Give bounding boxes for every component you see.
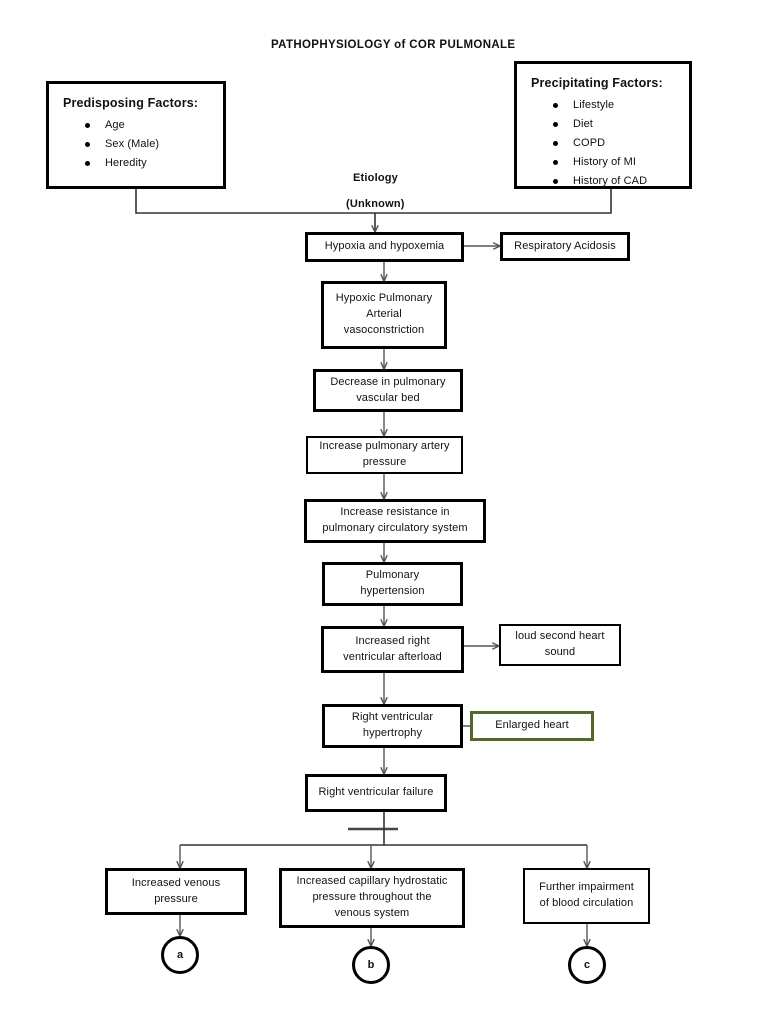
node-respiratory-acidosis: Respiratory Acidosis [500,232,630,261]
list-item: History of CAD [553,172,679,191]
precipitating-factors-panel: Precipitating Factors: Lifestyle Diet CO… [514,61,692,189]
list-item: Heredity [85,154,213,173]
connector-circle-a: a [161,936,199,974]
connector-circle-b: b [352,946,390,984]
list-item: Lifestyle [553,96,679,115]
precipitating-factors-title: Precipitating Factors: [531,76,663,90]
predisposing-factors-title: Predisposing Factors: [63,96,199,110]
node-right-ventricular-failure: Right ventricular failure [305,774,447,812]
list-item: History of MI [553,153,679,172]
list-item: Age [85,116,213,135]
predisposing-factors-list: Age Sex (Male) Heredity [61,116,213,173]
etiology-label: Etiology [353,172,398,184]
connector-circle-c: c [568,946,606,984]
node-enlarged-heart: Enlarged heart [470,711,594,741]
list-item: Sex (Male) [85,135,213,154]
precipitating-factors-list: Lifestyle Diet COPD History of MI Histor… [529,96,679,191]
list-item: Diet [553,115,679,134]
etiology-unknown-label: (Unknown) [346,198,405,210]
list-item: COPD [553,134,679,153]
predisposing-factors-panel: Predisposing Factors: Age Sex (Male) Her… [46,81,226,189]
page-title: PATHOPHYSIOLOGY of COR PULMONALE [271,39,516,51]
node-hypoxia-and-hypoxemia: Hypoxia and hypoxemia [305,232,464,262]
